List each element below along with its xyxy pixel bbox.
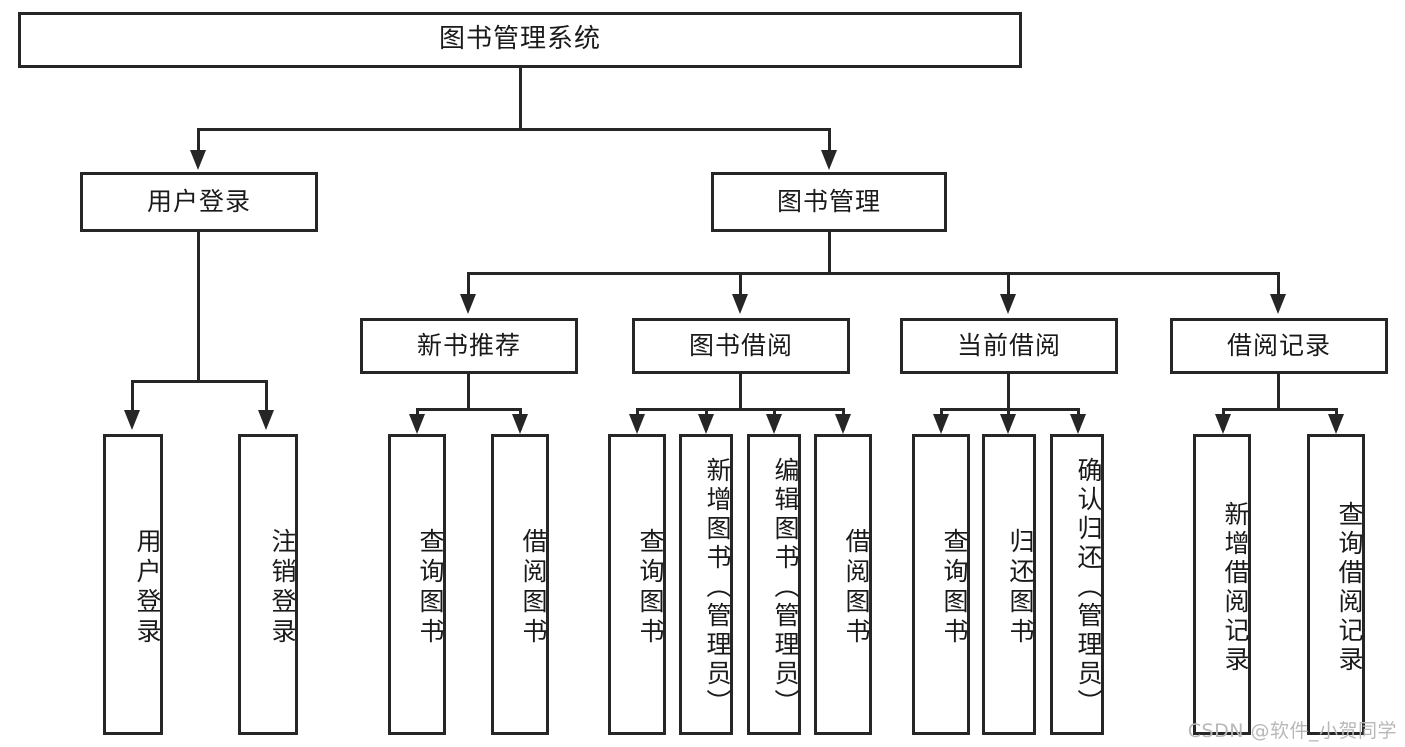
node-leaf-edit-book[interactable]: 编辑图书（管理员） (747, 434, 801, 735)
node-book-manage-label: 图书管理 (776, 187, 881, 216)
node-leaf-add-record[interactable]: 新增借阅记录 (1193, 434, 1251, 735)
node-leaf-query-book-2-label: 查询图书 (636, 527, 665, 648)
connector-new-book-recommend-stem (467, 374, 470, 408)
node-leaf-edit-book-label: 编辑图书（管理员） (771, 457, 800, 718)
arrow-new-book-recommend (460, 294, 476, 314)
node-new-book-recommend-label: 新书推荐 (416, 331, 521, 360)
arrow-leaf-borrow-book-1 (512, 414, 528, 434)
arrow-leaf-query-book-2 (629, 414, 645, 434)
node-borrow-record-label: 借阅记录 (1226, 331, 1331, 360)
connector-borrow-record-stem (1277, 374, 1280, 408)
node-leaf-add-record-label: 新增借阅记录 (1221, 500, 1250, 675)
node-book-borrow[interactable]: 图书借阅 (632, 318, 850, 374)
arrow-leaf-edit-book (766, 414, 782, 434)
node-leaf-confirm-return[interactable]: 确认归还（管理员） (1050, 434, 1104, 735)
node-user-login-label: 用户登录 (146, 187, 251, 216)
node-book-borrow-label: 图书借阅 (688, 331, 793, 360)
node-leaf-query-book-1[interactable]: 查询图书 (388, 434, 446, 735)
arrow-leaf-user-login (124, 410, 140, 430)
arrow-leaf-return-book (1000, 414, 1016, 434)
node-root-label: 图书管理系统 (438, 24, 601, 55)
node-leaf-user-logout[interactable]: 注销登录 (238, 434, 298, 735)
arrow-leaf-user-logout (258, 410, 274, 430)
connector-current-borrow-bus (940, 408, 1080, 411)
node-leaf-user-login[interactable]: 用户登录 (103, 434, 163, 735)
connector-root-stem (519, 68, 522, 128)
node-book-manage[interactable]: 图书管理 (711, 172, 947, 232)
connector-user-login-stem (197, 232, 200, 380)
node-borrow-record[interactable]: 借阅记录 (1170, 318, 1388, 374)
connector-book-manage-bus (467, 272, 1280, 275)
node-new-book-recommend[interactable]: 新书推荐 (360, 318, 578, 374)
arrow-leaf-add-book (698, 414, 714, 434)
connector-user-login-bus (131, 380, 268, 383)
node-leaf-return-book-label: 归还图书 (1006, 527, 1035, 648)
arrow-leaf-query-record (1328, 414, 1344, 434)
node-leaf-user-logout-label: 注销登录 (268, 527, 297, 648)
arrow-book-manage (821, 150, 837, 170)
node-leaf-query-record[interactable]: 查询借阅记录 (1307, 434, 1365, 735)
arrow-user-login (190, 150, 206, 170)
connector-current-borrow-stem (1007, 374, 1010, 408)
node-leaf-query-book-1-label: 查询图书 (416, 527, 445, 648)
connector-drop-borrow-record (1277, 272, 1280, 300)
node-leaf-borrow-book-2-label: 借阅图书 (842, 527, 871, 648)
node-leaf-add-book-label: 新增图书（管理员） (703, 457, 732, 718)
node-leaf-add-book[interactable]: 新增图书（管理员） (679, 434, 733, 735)
connector-root-bus (197, 128, 831, 131)
connector-borrow-record-bus (1222, 408, 1338, 411)
connector-book-borrow-bus (636, 408, 845, 411)
arrow-borrow-record (1270, 294, 1286, 314)
node-leaf-user-login-label: 用户登录 (133, 527, 162, 648)
arrow-leaf-confirm-return (1070, 414, 1086, 434)
arrow-leaf-query-book-1 (409, 414, 425, 434)
node-leaf-confirm-return-label: 确认归还（管理员） (1074, 457, 1103, 718)
arrow-leaf-add-record (1215, 414, 1231, 434)
connector-book-manage-stem (828, 232, 831, 272)
arrow-leaf-query-book-3 (933, 414, 949, 434)
node-leaf-query-book-2[interactable]: 查询图书 (608, 434, 666, 735)
node-leaf-borrow-book-1-label: 借阅图书 (519, 527, 548, 648)
connector-drop-leaf-user-login (131, 380, 134, 415)
connector-drop-current-borrow (1007, 272, 1010, 300)
arrow-book-borrow (732, 294, 748, 314)
node-leaf-borrow-book-2[interactable]: 借阅图书 (814, 434, 872, 735)
node-user-login[interactable]: 用户登录 (80, 172, 318, 232)
connector-new-book-recommend-bus (416, 408, 522, 411)
node-root[interactable]: 图书管理系统 (18, 12, 1022, 68)
arrow-leaf-borrow-book-2 (835, 414, 851, 434)
connector-drop-leaf-user-logout (265, 380, 268, 415)
node-leaf-query-book-3[interactable]: 查询图书 (912, 434, 970, 735)
arrow-current-borrow (1000, 294, 1016, 314)
node-leaf-query-book-3-label: 查询图书 (940, 527, 969, 648)
connector-drop-book-borrow (739, 272, 742, 300)
node-current-borrow[interactable]: 当前借阅 (900, 318, 1118, 374)
node-leaf-borrow-book-1[interactable]: 借阅图书 (491, 434, 549, 735)
connector-book-borrow-stem (739, 374, 742, 408)
node-leaf-return-book[interactable]: 归还图书 (982, 434, 1036, 735)
connector-drop-user-login (197, 128, 200, 154)
connector-drop-new-book-recommend (467, 272, 470, 300)
node-leaf-query-record-label: 查询借阅记录 (1335, 500, 1364, 675)
connector-drop-book-manage (828, 128, 831, 154)
node-current-borrow-label: 当前借阅 (956, 331, 1061, 360)
csdn-watermark: CSDN @软件_小贺同学 (1187, 720, 1397, 742)
